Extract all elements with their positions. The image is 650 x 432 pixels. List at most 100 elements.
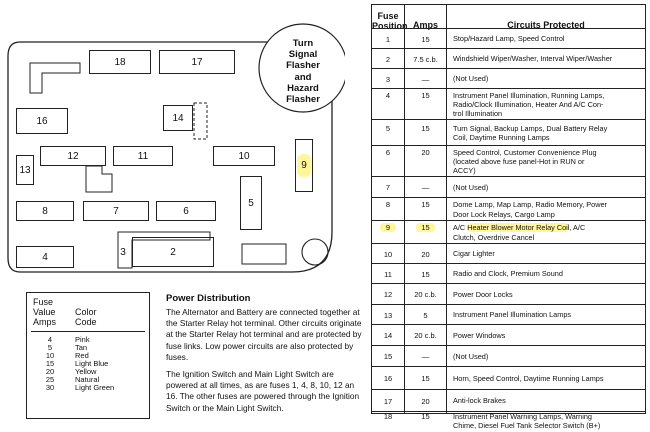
fuse-amps: 15 [405, 223, 446, 233]
fuse-row-9: 9 15 A/C Heater Blower Motor Relay Coil, A… [372, 220, 645, 243]
fuse-9-highlight: 9 [297, 154, 311, 177]
fuse-label: 17 [191, 56, 203, 68]
circuit-line: Speed Control, Customer Convenience Plug [453, 147, 597, 157]
circuit-line: Dome Lamp, Map Lamp, Radio Memory, Power [453, 200, 607, 210]
fuse-amps: 15 [421, 123, 430, 133]
fuse-circuits: Horn, Speed Control, Daytime Running Lam… [453, 374, 641, 383]
fuse-label: 5 [248, 197, 254, 209]
header-line: Value [33, 307, 56, 317]
fuse-circuits: (Not Used) [453, 352, 641, 361]
circuit-line: Coil, Daytime Running Lamps [453, 133, 550, 142]
header-line: Fuse [33, 297, 54, 307]
fuse-amps: 15 [421, 269, 430, 279]
fuse-circuits: Speed Control, Customer Convenience Plug… [453, 148, 641, 176]
fuse-circuits: Dome Lamp, Map Lamp, Radio Memory, Power… [453, 200, 641, 218]
circuit-line: (Not Used) [453, 182, 489, 192]
fuse-circuits: Stop/Hazard Lamp, Speed Control [453, 34, 641, 43]
fuse-row-3: 3—(Not Used) [372, 68, 645, 88]
fuse-9-highlight: 9 [379, 223, 397, 233]
circuit-highlight: Heater Blower Motor Relay Coil [467, 223, 570, 233]
fuse-position: 16 [383, 374, 393, 383]
fuse-3: 3 [113, 237, 133, 267]
fuse-position: 4 [385, 90, 391, 100]
fuse-label: 4 [42, 251, 48, 263]
fuse-label: 8 [42, 205, 48, 217]
flasher-line: Flasher [286, 60, 320, 72]
fuse-position: 3 [385, 74, 391, 84]
power-distribution-para-1: The Alternator and Battery are connected… [166, 307, 362, 362]
circuit-line: trol Illumination [453, 109, 503, 119]
fuse-14: 14 [163, 105, 193, 131]
fuse-amps: 15 [421, 200, 430, 210]
flasher-line: Turn [292, 38, 314, 49]
fuse-circuits: (Not Used) [453, 183, 641, 192]
fuse-12: 12 [40, 146, 106, 166]
code-table-divider [31, 331, 145, 332]
code-table-header-color: Color Code [75, 307, 97, 327]
fuse-2: 2 [132, 237, 214, 267]
fuse-label: 6 [183, 205, 189, 217]
fuse-label: 11 [137, 150, 149, 162]
circuit-line: (Not Used) [453, 351, 489, 361]
circuit-line: Clutch, Overdrive Cancel [453, 232, 535, 242]
circuit-line: Power Windows [453, 330, 506, 340]
fuse-position: 13 [383, 310, 393, 320]
fuse-amps: 20 [421, 147, 430, 157]
fuse-6: 6 [156, 201, 216, 221]
fuse-13: 13 [16, 155, 34, 185]
fuse-circuits: Instrument Panel Illumination, Running L… [453, 91, 641, 119]
column-divider [446, 5, 447, 413]
flasher-line: Hazard [287, 82, 319, 94]
circuit-line: Instrument Panel Illumination, Running L… [453, 90, 605, 100]
fuse-position: 8 [385, 200, 391, 210]
fuse-row-15: 15—(Not Used) [372, 345, 645, 366]
header-circuits-protected: Circuits Protected [507, 20, 585, 30]
header-line: Code [75, 317, 97, 327]
fuse-position: 14 [383, 331, 393, 340]
fuse-position: 2 [385, 54, 391, 64]
header-line: Amps [33, 317, 57, 327]
fuse-amps: 20 [421, 396, 430, 406]
fuse-label: 18 [114, 56, 126, 68]
flasher-line: Signal [288, 49, 318, 61]
circuit-line: A/C Heater Blower Motor Relay Coil, A/C [453, 223, 586, 233]
fuse-11: 11 [113, 146, 173, 166]
fuse-position: 18 [383, 412, 393, 421]
fuse-circuits: Windshield Wiper/Washer, Interval Wiper/… [453, 54, 641, 63]
fuse-label: 16 [36, 115, 48, 127]
fuse-position: 6 [385, 147, 391, 157]
power-distribution-para-2: The Ignition Switch and Main Light Switc… [166, 369, 360, 413]
fuse-position: 1 [385, 34, 391, 44]
circuit-line: Radio/Clock Illumination, Heater And A/C… [453, 99, 604, 109]
fuse-circuits: Cigar Lighter [453, 249, 641, 258]
code-table-header-amps: Fuse Value Amps [33, 297, 56, 327]
fuse-amps: 5 [423, 310, 428, 320]
fuse-row-7: 7—(Not Used) [372, 176, 645, 197]
header-line: Color [75, 307, 97, 317]
circuit-line: Power Door Locks [453, 289, 513, 299]
circuit-line: Radio and Clock, Premium Sound [453, 269, 563, 279]
fuse-position: 10 [383, 249, 393, 259]
header-amps: Amps [412, 20, 438, 30]
fuse-panel-outline [7, 23, 345, 273]
fuse-circuits: Turn Signal, Backup Lamps, Dual Battery … [453, 124, 641, 142]
circuit-line: Door Lock Relays, Cargo Lamp [453, 209, 555, 219]
fuse-position: 9 [372, 223, 404, 233]
flasher-line: and [294, 71, 312, 83]
circuit-line: Chime, Diesel Fuel Tank Selector Switch … [453, 421, 601, 431]
fuse-circuits: (Not Used) [453, 74, 641, 83]
circuit-line: Horn, Speed Control, Daytime Running Lam… [453, 373, 604, 383]
fuse-circuits: Power Door Locks [453, 290, 641, 299]
circuit-line: ACCY) [453, 166, 476, 176]
